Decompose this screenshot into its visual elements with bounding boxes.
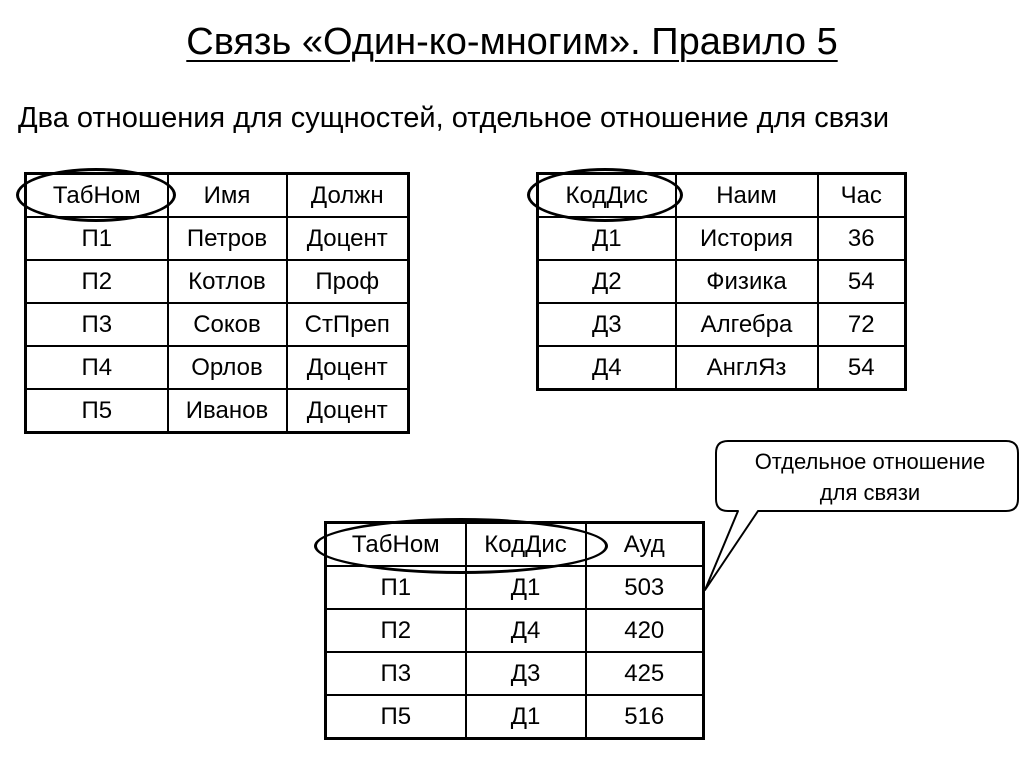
disciplines-table: КодДис Наим Час Д1 История 36 Д2 Физика … [536,172,907,391]
column-header: КодДис [464,521,587,567]
table-row: Д4 АнглЯз 54 [536,345,907,391]
table-cell: СтПреп [285,302,410,347]
column-header: КодДис [536,172,677,218]
table-cell: 72 [816,302,907,347]
column-header: Имя [166,172,288,218]
table-cell: 54 [816,345,907,391]
table-cell: АнглЯз [674,345,819,391]
column-header: Должн [285,172,410,218]
table-cell: Котлов [166,259,288,304]
column-header: Наим [674,172,819,218]
table-cell: Алгебра [674,302,819,347]
table-cell: П5 [324,694,467,740]
table-row: П3 Соков СтПреп [24,302,410,347]
table-cell: Иванов [166,388,288,434]
column-header: Ауд [584,521,705,567]
column-header: ТабНом [24,172,169,218]
table-cell: Доцент [285,345,410,390]
table-cell: 54 [816,259,907,304]
callout-line-1: Отдельное отношение [754,449,986,474]
callout-line-2: для связи [819,480,921,505]
table-header-row: КодДис Наим Час [536,172,907,218]
table-row: П5 Иванов Доцент [24,388,410,434]
table-header-row: ТабНом Имя Должн [24,172,410,218]
table-cell: Физика [674,259,819,304]
table-cell: Соков [166,302,288,347]
page-title: Связь «Один-ко-многим». Правило 5 [186,21,838,63]
table-cell: П2 [24,259,169,304]
table-cell: Доцент [285,216,410,261]
table-cell: Д1 [536,216,677,261]
table-cell: Д4 [536,345,677,391]
table-cell: Орлов [166,345,288,390]
column-header: Час [816,172,907,218]
table-cell: Д3 [464,651,587,696]
table-cell: 425 [584,651,705,696]
table-row: П2 Котлов Проф [24,259,410,304]
table-cell: П3 [24,302,169,347]
table-cell: Проф [285,259,410,304]
table-cell: Доцент [285,388,410,434]
table-row: Д2 Физика 54 [536,259,907,304]
table-cell: П1 [24,216,169,261]
table-cell: Д2 [536,259,677,304]
table-cell: П5 [24,388,169,434]
table-header-row: ТабНом КодДис Ауд [324,521,705,567]
table-cell: Д1 [464,694,587,740]
column-header: ТабНом [324,521,467,567]
table-cell: 36 [816,216,907,261]
page-subtitle: Два отношения для сущностей, отдельное о… [18,102,890,134]
table-row: П2 Д4 420 [324,608,705,653]
table-cell: Д3 [536,302,677,347]
table-cell: Д4 [464,608,587,653]
table-cell: П3 [324,651,467,696]
table-row: П4 Орлов Доцент [24,345,410,390]
callout-text: Отдельное отношение для связи [720,446,1020,508]
table-cell: П2 [324,608,467,653]
table-row: П1 Петров Доцент [24,216,410,261]
table-cell: 516 [584,694,705,740]
table-cell: 420 [584,608,705,653]
link-table: ТабНом КодДис Ауд П1 Д1 503 П2 Д4 420 П3… [324,521,705,740]
table-cell: П4 [24,345,169,390]
table-row: Д3 Алгебра 72 [536,302,907,347]
table-cell: История [674,216,819,261]
teachers-table: ТабНом Имя Должн П1 Петров Доцент П2 Кот… [24,172,410,434]
table-row: П5 Д1 516 [324,694,705,740]
table-row: П3 Д3 425 [324,651,705,696]
table-row: Д1 История 36 [536,216,907,261]
table-cell: Петров [166,216,288,261]
